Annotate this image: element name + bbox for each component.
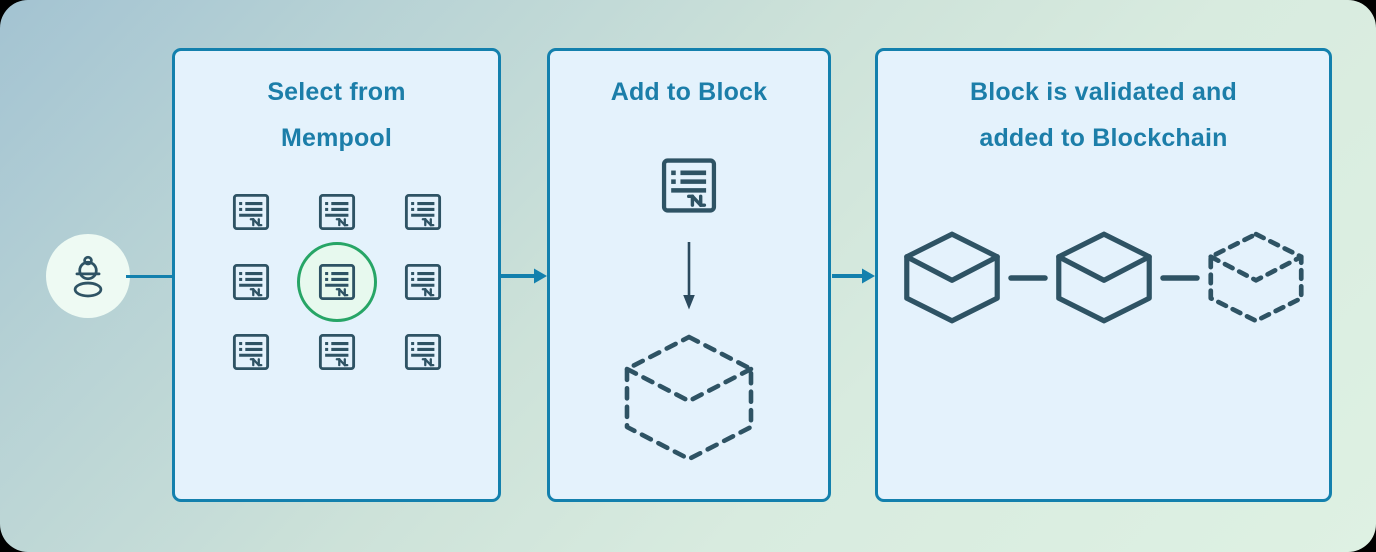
dashed-block-icon [624, 334, 754, 462]
transaction-item [294, 317, 380, 387]
mempool-transaction-grid [208, 177, 466, 387]
miner-icon [73, 255, 103, 298]
selection-ring [296, 242, 377, 322]
transaction-item [294, 177, 380, 247]
transaction-item [380, 247, 466, 317]
transaction-item [380, 317, 466, 387]
blockchain-row [878, 231, 1329, 324]
panel-title-line2: added to Blockchain [979, 124, 1228, 152]
dashed-block-icon [1207, 231, 1305, 324]
panel-add-to-block: Add to Block [547, 48, 831, 502]
panel-title-line1: Block is validated and [970, 78, 1237, 106]
block-link-line [1159, 274, 1200, 281]
transaction-icon [404, 193, 441, 231]
panel-blockchain: Block is validated and added to Blockcha… [875, 48, 1332, 502]
panel-title: Select from Mempool [175, 69, 498, 161]
flow-arrow-right-icon [832, 268, 875, 284]
panel-title-line1: Select from [267, 78, 406, 106]
selected-transaction-item [294, 242, 380, 322]
block-link-line [1007, 274, 1048, 281]
down-arrow-icon [683, 242, 695, 310]
transaction-icon [318, 193, 355, 231]
transaction-item [208, 177, 294, 247]
transaction-icon [232, 263, 269, 301]
transaction-icon [318, 333, 355, 371]
transaction-icon [232, 333, 269, 371]
panel-title-line2: Mempool [280, 124, 393, 152]
panel-title-line1: Add to Block [610, 78, 768, 106]
transaction-item [380, 177, 466, 247]
miner-avatar [46, 234, 130, 318]
miner-connector-line [126, 275, 173, 278]
transaction-icon [318, 263, 355, 301]
transaction-icon [232, 193, 269, 231]
transaction-icon [404, 333, 441, 371]
transaction-icon [404, 263, 441, 301]
block-icon [903, 231, 1001, 324]
block-icon [1055, 231, 1153, 324]
transaction-item [208, 317, 294, 387]
transaction-item [208, 247, 294, 317]
panel-title: Block is validated and added to Blockcha… [878, 69, 1329, 161]
panel-select-from-mempool: Select from Mempool [172, 48, 501, 502]
panel-title: Add to Block [550, 69, 828, 115]
transaction-icon [661, 157, 718, 214]
flow-arrow-right-icon [501, 268, 547, 284]
